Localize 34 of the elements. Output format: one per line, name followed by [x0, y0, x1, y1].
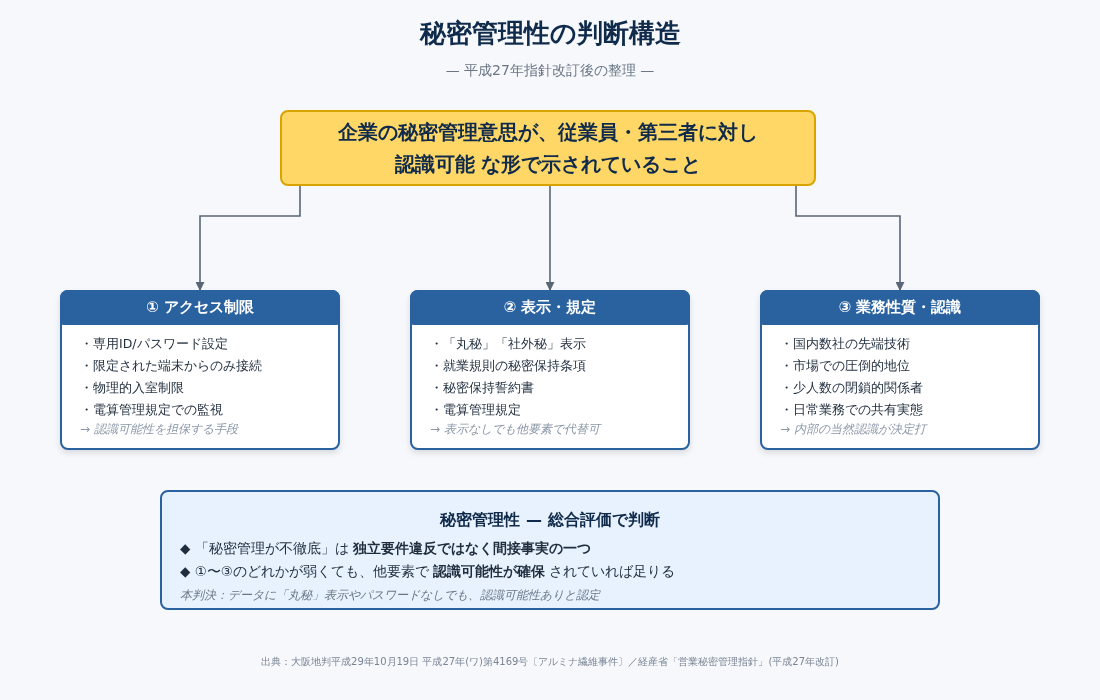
note-text: → 認識可能性を担保する手段: [80, 421, 238, 438]
card-header: ② 表示・規定: [410, 290, 690, 325]
list-item: ・物理的入室制限: [80, 380, 184, 397]
list-item: ・少人数の閉鎖的関係者: [780, 380, 923, 397]
list-item: ・「丸秘」「社外秘」表示: [430, 336, 586, 353]
card-header: ① アクセス制限: [60, 290, 340, 325]
list-item: ・就業規則の秘密保持条項: [430, 358, 586, 375]
factor-card: [410, 290, 690, 450]
summary-box: [160, 490, 940, 610]
bullet-point: ◆ 「秘密管理が不徹底」は 独立要件違反ではなく間接事実の一つ: [180, 540, 591, 558]
factor-card: [760, 290, 1040, 450]
arrow: [795, 185, 905, 291]
subtitle: — 平成27年指針改訂後の整理 —: [445, 62, 655, 78]
statement-box: [280, 110, 816, 186]
list-item: ・電算管理規定での監視: [80, 402, 223, 419]
source-note: 出典：大阪地判平成29年10月19日 平成27年(ワ)第4169号〔アルミナ繊維事件〕／経産省「営業秘密管理指針」(平成27年改訂): [261, 656, 839, 667]
list-item: ・限定された端末からのみ接続: [80, 358, 262, 375]
list-item: ・電算管理規定: [430, 402, 521, 419]
list-item: ・市場での圧倒的地位: [780, 358, 910, 375]
bullet-point: ◆ ①〜③のどれかが弱くても、他要素で 認識可能性が確保 されていれば足りる: [180, 563, 676, 581]
statement-text: 企業の秘密管理意思が、従業員・第三者に対し認識可能 な形で示されていること: [338, 119, 758, 178]
note-text: → 表示なしでも他要素で代替可: [430, 421, 600, 438]
note-text: → 内部の当然認識が決定打: [780, 421, 926, 438]
summary-heading: 秘密管理性 — 総合評価で判断: [440, 510, 660, 529]
card-header: ③ 業務性質・認識: [760, 290, 1040, 325]
title: 秘密管理性の判断構造: [419, 18, 681, 48]
arrow: [195, 185, 301, 291]
factor-card: [60, 290, 340, 450]
list-item: ・専用ID/パスワード設定: [80, 336, 228, 353]
list-item: ・日常業務での共有実態: [780, 402, 923, 419]
verdict-note: 本判決：データに「丸秘」表示やパスワードなしでも、認識可能性ありと認定: [180, 587, 600, 604]
arrow: [545, 185, 555, 291]
list-item: ・秘密保持誓約書: [430, 380, 534, 397]
list-item: ・国内数社の先端技術: [780, 336, 910, 353]
